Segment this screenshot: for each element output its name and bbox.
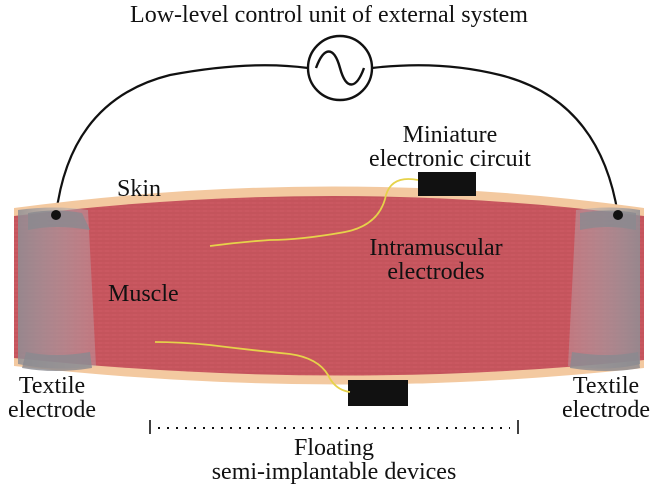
left-textile-electrode [18, 207, 96, 371]
external-wire [54, 64, 309, 216]
right-connection-dot [613, 210, 623, 220]
skin-label: Skin [117, 176, 161, 202]
ac-source-sine-icon [306, 34, 374, 102]
left-electrode-label-line1: Textile [19, 373, 85, 399]
top-lead-wire [209, 178, 419, 247]
bottom-lead-wire [154, 341, 351, 393]
left-connection-dot [51, 210, 61, 220]
floating-label-line2: semi-implantable devices [212, 459, 457, 485]
muscle [14, 196, 644, 376]
right-electrode-label-line2: electrode [562, 397, 650, 423]
left-electrode-label-line2: electrode [8, 397, 96, 423]
circuit-label-line2: electronic circuit [369, 146, 531, 172]
right-textile-electrode [568, 207, 640, 371]
muscle-label: Muscle [108, 281, 179, 307]
intramuscular-label-line2: electrodes [387, 259, 484, 285]
right-electrode-label-line1: Textile [573, 373, 639, 399]
floating-bracket [149, 420, 519, 434]
title: Low-level control unit of external syste… [130, 2, 528, 28]
floating-label-line1: Floating [294, 435, 374, 461]
bottom-circuit-device [348, 380, 408, 406]
circuit-label-line1: Miniature [403, 122, 498, 148]
top-circuit-device [418, 172, 476, 196]
intramuscular-label-line1: Intramuscular [369, 235, 502, 261]
external-wire-right [371, 64, 620, 216]
